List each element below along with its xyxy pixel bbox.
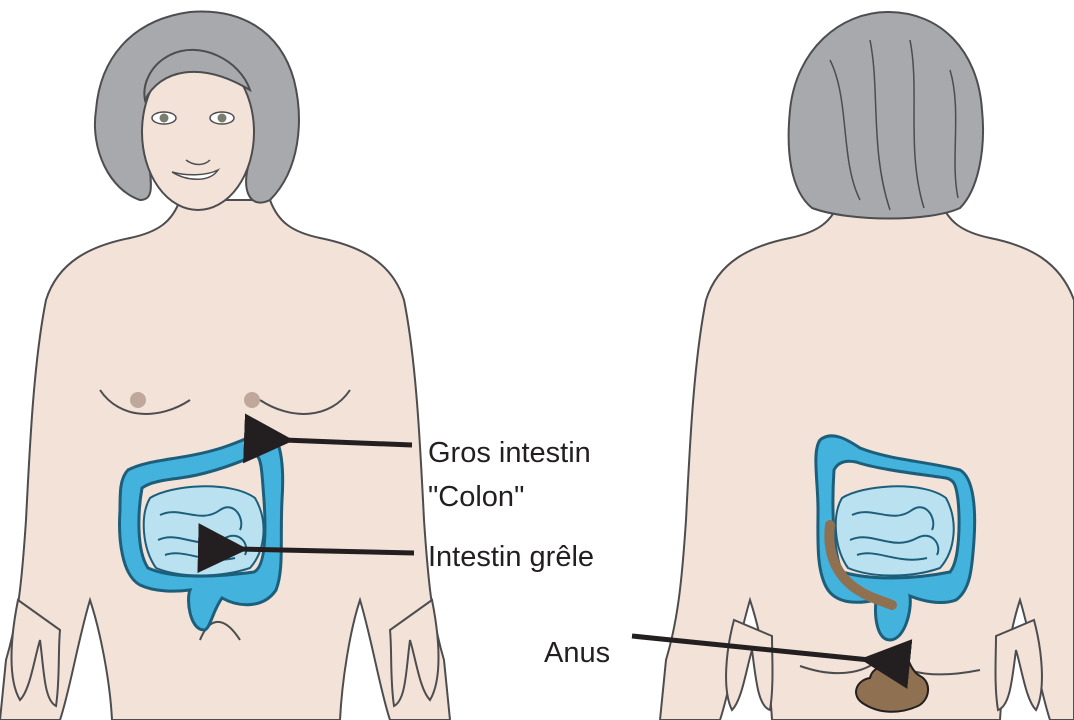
back-figure: [660, 12, 1074, 720]
small-intestine-icon: [836, 486, 954, 575]
front-figure: [0, 12, 450, 720]
breast-icon: [244, 392, 260, 408]
breast-icon: [130, 392, 146, 408]
label-large-intestine: Gros intestin: [428, 437, 591, 469]
back-left-hand: [726, 620, 772, 710]
hair-icon: [789, 12, 983, 219]
label-anus: Anus: [544, 637, 610, 669]
small-intestine-icon: [144, 486, 264, 575]
label-small-intestine: Intestin grêle: [428, 541, 594, 573]
label-colon: "Colon": [428, 481, 524, 513]
back-right-hand: [996, 620, 1042, 710]
